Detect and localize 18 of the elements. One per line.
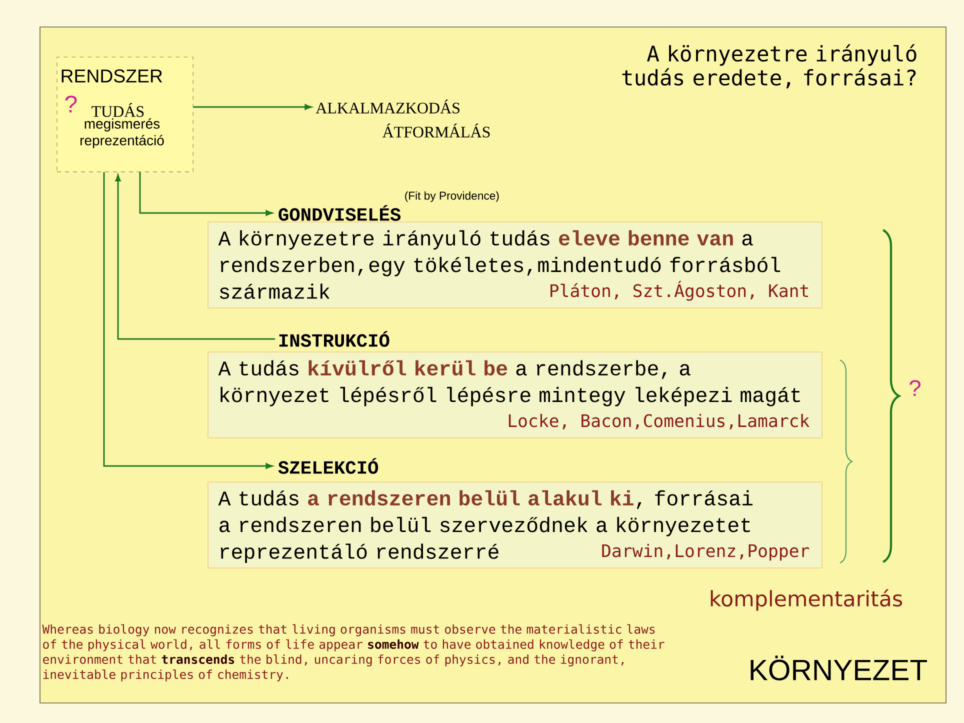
theory-box: SZELEKCIÓ A tudás a rendszeren belül alakul ki, forrásai a rendszeren belül szerveződnek a környezetet reprezentáló rendszerré Darwin,Lorenz,Popper [207, 458, 823, 569]
node-label: SZELEKCIÓ [278, 458, 378, 474]
node-label: GONDVISELÉS [278, 205, 401, 221]
annotation: komplementaritás [710, 589, 902, 611]
arrow [193, 104, 312, 110]
theory-box: GONDVISELÉS A környezetre irányuló tudás eleve benne van a rendszerben,egy tökéletes,mindentudó forrásból származik Pláton, Szt.Ágoston, Kant (Fit by Providence) [207, 191, 823, 309]
node-label: (Fit by Providence) [405, 191, 499, 202]
arrow [103, 172, 273, 469]
title: A környezetre irányuló tudás eredete, forrásai? [622, 44, 916, 88]
arrow [115, 174, 275, 340]
quote-paragraph: Whereas biology now recognizes that living organisms must observe the materialistic laws of the physical world, all forms of life appear somehow to have obtained knowledge of their environment that transcends the blind, uncaring forces of physics, and the ignorant, inevitable principles of chemistry. [42, 624, 664, 682]
arrow [139, 172, 273, 216]
question-mark: ? [910, 380, 920, 396]
system-box: RENDSZER ? TUDÁS megismerés reprezentáció [56, 56, 194, 172]
node-label: INSTRUKCIÓ [279, 331, 390, 347]
environment-label: KÖRNYEZET [750, 656, 927, 680]
outcome-text: ALKALMAZKODÁS ÁTFORMÁLÁS [316, 100, 490, 138]
theory-box: INSTRUKCIÓ A tudás kívülről kerül be a rendszerbe, a környezet lépésről lépésre mintegy leképezi magát Locke, Bacon,Comenius,Lamarck [207, 331, 823, 439]
